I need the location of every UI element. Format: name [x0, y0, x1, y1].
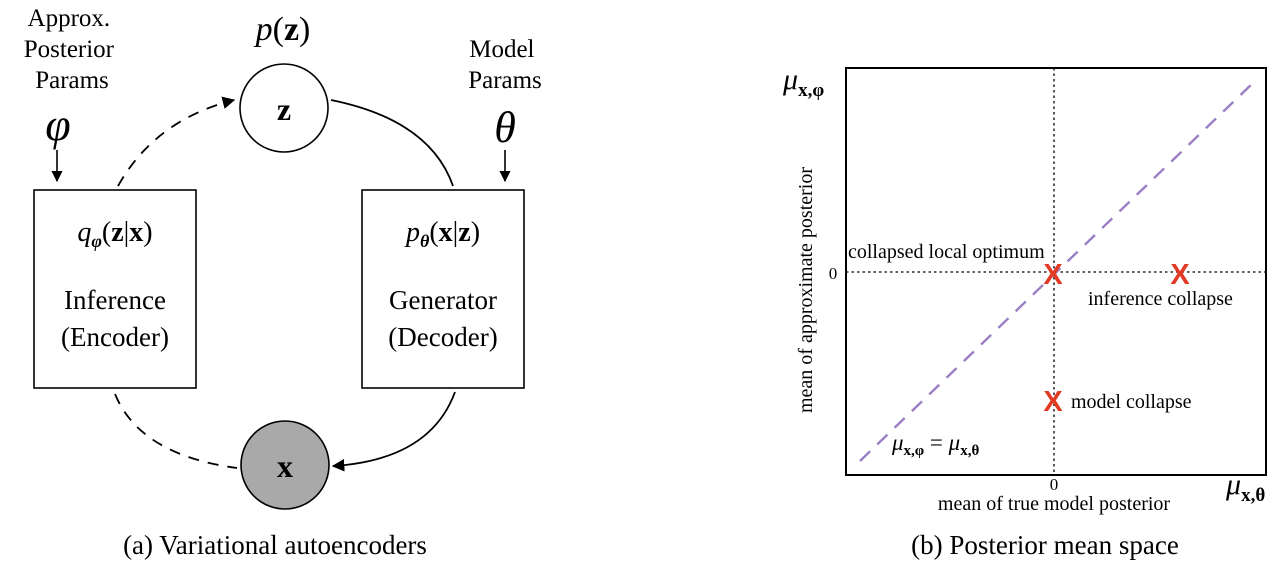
generator-title: Generator: [389, 285, 497, 315]
vae-diagram: Approx. Posterior Params φ Model Params …: [24, 5, 542, 560]
z-to-decoder-edge: [330, 99, 454, 187]
decoder-to-x-edge: [331, 391, 456, 472]
encoder-to-z-edge: [117, 96, 236, 187]
model-params-line-1: Model: [469, 36, 534, 63]
model-collapse-label: model collapse: [1071, 391, 1192, 413]
posterior-params-line-1: Approx.: [28, 5, 111, 32]
phi-symbol: φ: [45, 99, 70, 150]
identity-diagonal: [859, 81, 1255, 462]
y-zero-tick: 0: [829, 264, 838, 283]
x-axis-title: mean of true model posterior: [938, 493, 1170, 515]
collapsed-optimum-marker: X: [1043, 259, 1063, 291]
caption-a: (a) Variational autoencoders: [123, 530, 427, 560]
inference-formula: qφ(z|x): [77, 217, 152, 251]
x-axis-symbol: μx,θ: [1225, 468, 1265, 506]
prior-label: p(z): [254, 11, 311, 48]
posterior-params-label: Approx. Posterior Params: [24, 5, 121, 94]
y-axis-symbol: μx,φ: [782, 63, 824, 101]
inference-box: [33, 189, 197, 389]
inference-collapse-marker: X: [1170, 259, 1190, 291]
encoder-subtitle: (Encoder): [61, 322, 169, 352]
posterior-params-line-2: Posterior: [24, 36, 115, 63]
observed-x-node: [240, 420, 330, 510]
inference-title: Inference: [64, 285, 166, 315]
model-params-label: Model Params: [468, 36, 542, 94]
observed-x-label: x: [277, 448, 293, 484]
theta-symbol: θ: [494, 103, 516, 152]
latent-z-node: [239, 63, 329, 153]
posterior-mean-space-plot: μx,φ μx,θ mean of approximate posterior …: [782, 63, 1267, 560]
collapsed-optimum-label: collapsed local optimum: [848, 241, 1045, 263]
posterior-params-line-3: Params: [35, 67, 109, 94]
generator-box: [361, 189, 525, 389]
model-params-line-2: Params: [468, 67, 542, 94]
latent-z-label: z: [277, 91, 291, 127]
y-axis-title: mean of approximate posterior: [795, 167, 817, 413]
model-collapse-marker: X: [1043, 386, 1063, 418]
generator-formula: pθ(x|z): [404, 217, 480, 251]
inference-collapse-label: inference collapse: [1088, 288, 1233, 310]
x-zero-tick: 0: [1050, 475, 1059, 494]
x-to-encoder-edge: [114, 393, 238, 469]
decoder-subtitle: (Decoder): [388, 322, 497, 352]
diagonal-equation: μx,φ = μx,θ: [891, 430, 979, 459]
caption-b: (b) Posterior mean space: [911, 530, 1179, 560]
